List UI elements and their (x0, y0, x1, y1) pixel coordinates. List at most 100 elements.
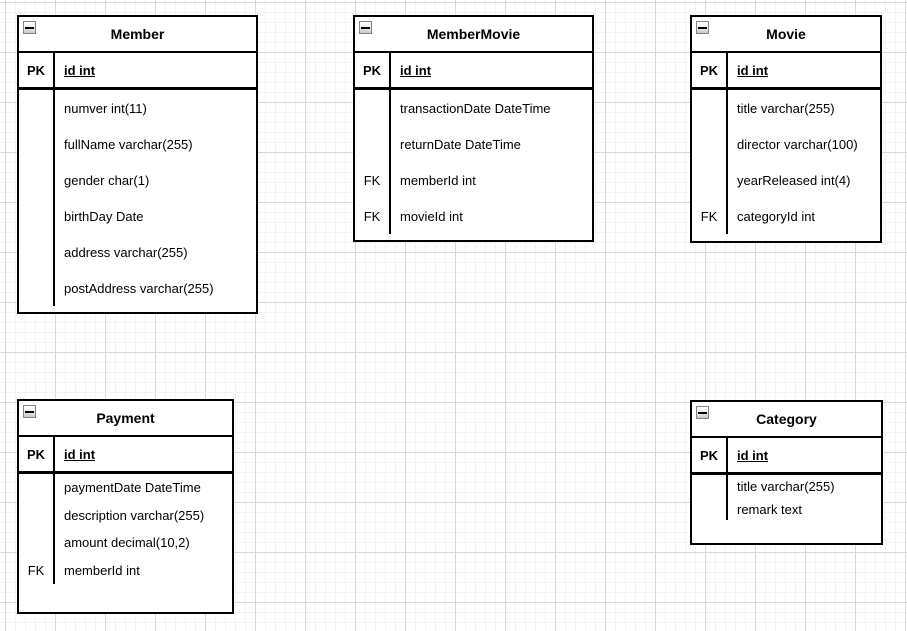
field-cell: postAddress varchar(255) (64, 280, 214, 296)
table-title: Movie (766, 26, 806, 42)
pk-key-cell: PK (692, 53, 728, 87)
field-cell: paymentDate DateTime (64, 480, 201, 496)
entity-table-payment[interactable]: Payment PK id int paymentDate DateTime d… (17, 399, 234, 614)
field-cell: categoryId int (737, 208, 816, 224)
field-row[interactable]: yearReleased int(4) (692, 162, 880, 198)
pk-row[interactable]: PK id int (19, 53, 256, 90)
field-row[interactable]: paymentDate DateTime (19, 474, 232, 502)
field-row[interactable]: title varchar(255) (692, 90, 880, 126)
field-row[interactable]: fullName varchar(255) (19, 126, 256, 162)
field-row[interactable]: FK categoryId int (692, 198, 880, 234)
entity-table-member[interactable]: Member PK id int numver int(11) fullName… (17, 15, 258, 314)
key-cell (19, 501, 55, 530)
key-cell: FK (692, 198, 728, 234)
pk-row[interactable]: PK id int (19, 437, 232, 474)
minus-glyph (25, 26, 34, 29)
table-filler (19, 306, 256, 312)
key-cell (692, 162, 728, 198)
table-filler (19, 584, 232, 612)
pk-field-cell: id int (400, 62, 432, 78)
field-row[interactable]: postAddress varchar(255) (19, 270, 256, 306)
collapse-minus-icon[interactable] (696, 406, 709, 419)
pk-row[interactable]: PK id int (692, 53, 880, 90)
field-row[interactable]: gender char(1) (19, 162, 256, 198)
field-cell: numver int(11) (64, 100, 147, 116)
field-cell: remark text (737, 501, 803, 517)
collapse-minus-icon[interactable] (359, 21, 372, 34)
pk-field-cell: id int (64, 446, 96, 462)
field-row[interactable]: title varchar(255) (692, 475, 881, 498)
key-cell (19, 90, 55, 126)
minus-glyph (698, 26, 707, 29)
table-header[interactable]: Payment (19, 401, 232, 437)
field-row[interactable]: numver int(11) (19, 90, 256, 126)
field-row[interactable]: description varchar(255) (19, 501, 232, 530)
field-cell: amount decimal(10,2) (64, 535, 190, 551)
field-row[interactable]: director varchar(100) (692, 126, 880, 162)
table-header[interactable]: Member (19, 17, 256, 53)
table-title: Member (110, 26, 165, 42)
table-filler (692, 520, 881, 543)
key-cell (355, 126, 391, 162)
pk-row[interactable]: PK id int (355, 53, 592, 90)
field-row[interactable]: address varchar(255) (19, 234, 256, 270)
key-cell: FK (355, 162, 391, 198)
table-header[interactable]: Movie (692, 17, 880, 53)
minus-glyph (698, 411, 707, 414)
pk-field-cell: id int (737, 447, 769, 463)
key-cell (19, 162, 55, 198)
table-filler (692, 234, 880, 241)
key-cell (19, 198, 55, 234)
key-cell (19, 270, 55, 306)
entity-table-membermovie[interactable]: MemberMovie PK id int transactionDate Da… (353, 15, 594, 242)
pk-key-cell: PK (692, 438, 728, 472)
field-row[interactable]: FK memberId int (19, 556, 232, 585)
key-cell (355, 90, 391, 126)
minus-glyph (25, 410, 34, 413)
field-cell: transactionDate DateTime (400, 100, 551, 116)
field-row[interactable]: amount decimal(10,2) (19, 529, 232, 557)
key-cell (19, 529, 55, 557)
entity-table-category[interactable]: Category PK id int title varchar(255) re… (690, 400, 883, 545)
key-cell (19, 126, 55, 162)
key-cell (19, 474, 55, 502)
field-cell: description varchar(255) (64, 507, 205, 523)
pk-field-cell: id int (737, 62, 769, 78)
field-cell: title varchar(255) (737, 478, 835, 494)
field-cell: birthDay Date (64, 208, 144, 224)
table-header[interactable]: MemberMovie (355, 17, 592, 53)
minus-glyph (361, 26, 370, 29)
field-cell: returnDate DateTime (400, 136, 521, 152)
table-header[interactable]: Category (692, 402, 881, 438)
table-title: Payment (96, 410, 155, 426)
table-title: Category (756, 411, 817, 427)
pk-row[interactable]: PK id int (692, 438, 881, 475)
field-row[interactable]: birthDay Date (19, 198, 256, 234)
field-row[interactable]: transactionDate DateTime (355, 90, 592, 126)
entity-table-movie[interactable]: Movie PK id int title varchar(255) direc… (690, 15, 882, 243)
field-row[interactable]: FK memberId int (355, 162, 592, 198)
field-cell: movieId int (400, 208, 463, 224)
field-row[interactable]: FK movieId int (355, 198, 592, 234)
table-title: MemberMovie (426, 26, 521, 42)
field-cell: address varchar(255) (64, 244, 188, 260)
collapse-minus-icon[interactable] (23, 21, 36, 34)
key-cell (692, 126, 728, 162)
key-cell: FK (19, 556, 55, 585)
field-cell: fullName varchar(255) (64, 136, 193, 152)
collapse-minus-icon[interactable] (696, 21, 709, 34)
field-cell: yearReleased int(4) (737, 172, 851, 188)
pk-field-cell: id int (64, 62, 96, 78)
key-cell (692, 497, 728, 521)
table-body: title varchar(255) director varchar(100)… (692, 90, 880, 241)
field-row[interactable]: returnDate DateTime (355, 126, 592, 162)
collapse-minus-icon[interactable] (23, 405, 36, 418)
field-cell: title varchar(255) (737, 100, 835, 116)
key-cell: FK (355, 198, 391, 234)
pk-key-cell: PK (355, 53, 391, 87)
key-cell (19, 234, 55, 270)
table-body: transactionDate DateTime returnDate Date… (355, 90, 592, 240)
field-row[interactable]: remark text (692, 497, 881, 521)
pk-key-cell: PK (19, 53, 55, 87)
